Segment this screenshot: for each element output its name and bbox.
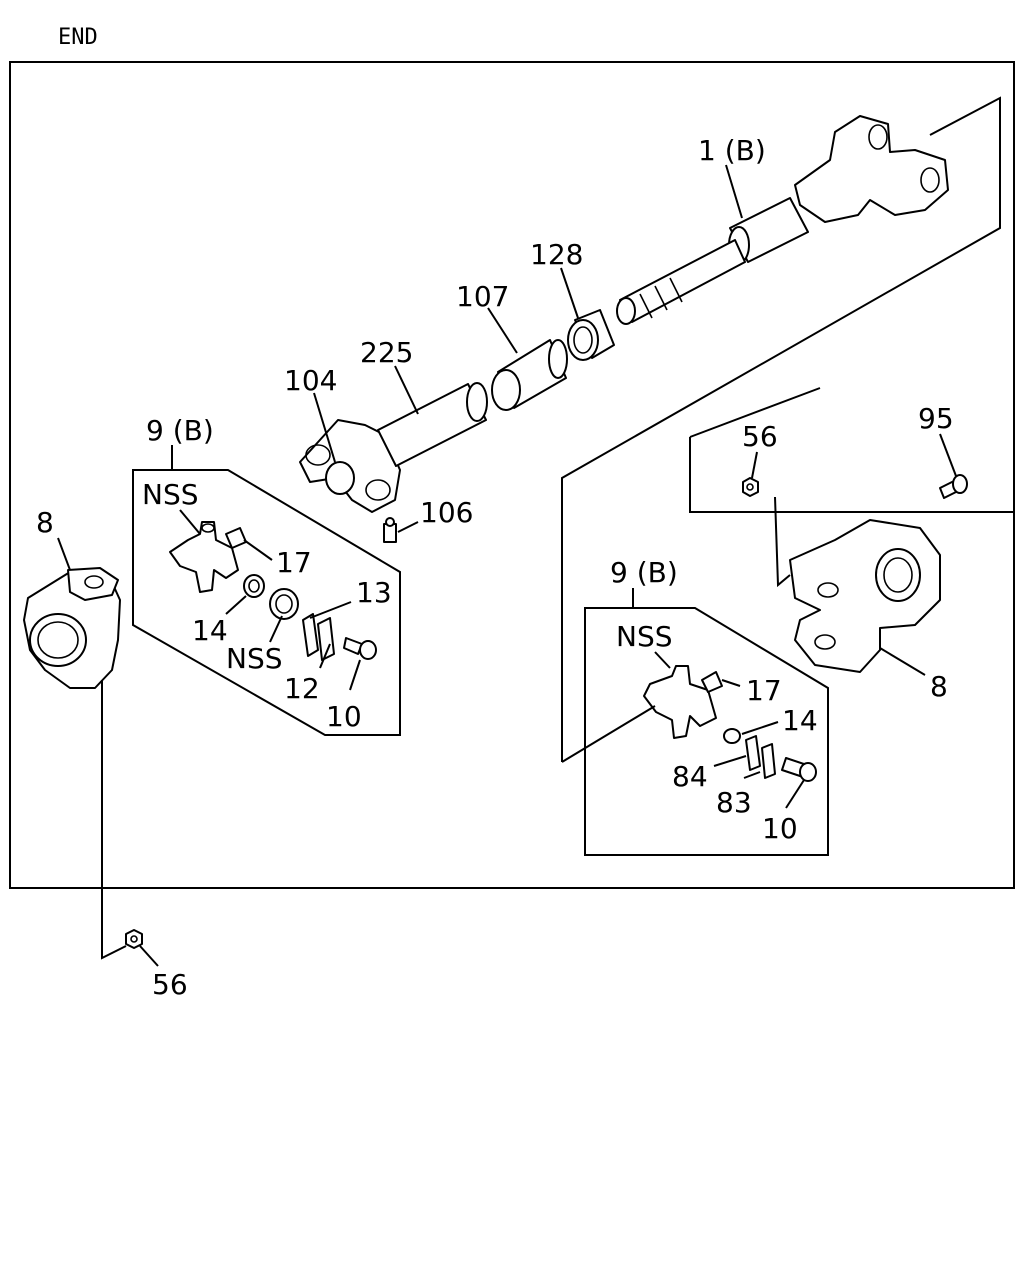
lock-plate-right-part-83 — [761, 743, 776, 779]
callout-1b: 1 (B) — [698, 134, 766, 167]
callout-nss-left-top: NSS — [142, 478, 199, 511]
callout-10-right: 10 — [762, 812, 798, 845]
callout-56-right: 56 — [742, 420, 778, 453]
callout-nss-right: NSS — [616, 620, 673, 653]
callout-106: 106 — [420, 496, 473, 529]
leader-lines — [57, 164, 957, 967]
grease-fitting-part-106 — [383, 517, 397, 543]
callout-10-left: 10 — [326, 700, 362, 733]
left-ujoint-kit-box — [132, 469, 401, 736]
grease-nipple-left-part-17 — [225, 527, 247, 549]
callout-128: 128 — [530, 238, 583, 271]
right-ujoint-kit-box — [584, 607, 829, 856]
nut-part-56-right — [742, 477, 759, 497]
outer-frame — [9, 61, 1015, 889]
callout-14-left: 14 — [192, 614, 228, 647]
callout-8-right: 8 — [930, 670, 948, 703]
callout-95: 95 — [918, 402, 954, 435]
callout-56-bottom: 56 — [152, 968, 188, 1001]
callout-nss-left-bottom: NSS — [226, 642, 283, 675]
callout-107: 107 — [456, 280, 509, 313]
flange-yoke-left-part-8 — [23, 567, 121, 689]
callout-104: 104 — [284, 364, 337, 397]
nut-part-56-bottom — [125, 929, 143, 949]
dust-seal-ring-part-128 — [567, 309, 615, 361]
bolt-part-95 — [939, 474, 968, 499]
callout-13: 13 — [356, 576, 392, 609]
slip-yoke-shaft-part-1b — [616, 115, 949, 325]
flange-right-leader — [774, 496, 791, 588]
lock-plate-right-part-84 — [745, 735, 761, 771]
nut-56-leader — [101, 680, 127, 960]
spider-cross-left — [169, 521, 239, 593]
callout-14-right: 14 — [782, 704, 818, 737]
bearing-cap-part-104 — [325, 461, 355, 495]
callout-8-left: 8 — [36, 506, 54, 539]
bearing-race-left — [269, 588, 299, 620]
callout-12: 12 — [284, 672, 320, 705]
right-flange-group-frame — [689, 387, 1014, 513]
sleeve-part-107 — [491, 339, 568, 411]
callout-225: 225 — [360, 336, 413, 369]
callout-17-right: 17 — [746, 674, 782, 707]
callout-9b-right: 9 (B) — [610, 556, 678, 589]
grease-nipple-right-part-17 — [701, 671, 723, 693]
callout-9b-left: 9 (B) — [146, 414, 214, 447]
callout-17-left: 17 — [276, 546, 312, 579]
tube-yoke-part-225 — [299, 382, 488, 513]
flange-yoke-right-part-8 — [789, 519, 941, 673]
callout-84: 84 — [672, 760, 708, 793]
needle-bearing-left-part-14 — [243, 574, 265, 598]
washer-right-part-14 — [723, 728, 741, 744]
lock-plate-left-part-12 — [302, 613, 335, 661]
bolt-left-part-10 — [343, 637, 377, 660]
shaft-group-frame — [561, 96, 1001, 762]
spider-cross-right — [643, 665, 717, 739]
callout-83: 83 — [716, 786, 752, 819]
bolt-right-part-10 — [781, 757, 817, 782]
header-title: END — [58, 25, 98, 50]
